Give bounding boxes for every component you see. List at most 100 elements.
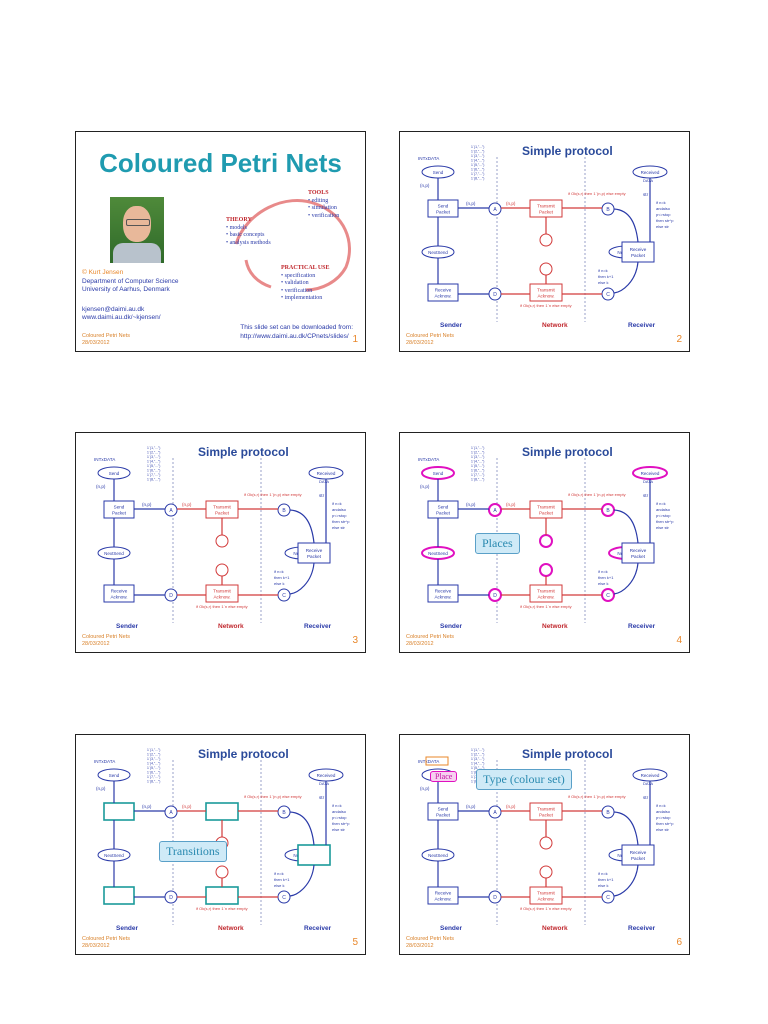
transition-transmit-ack-label: Acknow. <box>537 595 554 600</box>
place-a-label: A <box>169 810 173 816</box>
initial-marking: 1`(4,"...") <box>471 159 484 163</box>
arc-condition-packet: if Ok(s,r) then 1`(n,p) else empty <box>244 492 302 497</box>
slide-title: Simple protocol <box>522 445 613 459</box>
type-intsdata: INTxDATA <box>418 457 440 462</box>
contact-info: kjensen@daimi.au.dk www.daimi.au.dk/~kje… <box>82 306 161 321</box>
receiver-label: Receiver <box>628 925 656 932</box>
place-c-label: C <box>282 895 286 901</box>
arc-condition-ack: if Ok(s,r) then 1`n else empty <box>520 906 572 911</box>
arc-condition-received: andalso <box>332 507 347 512</box>
place-c-label: C <box>282 593 286 599</box>
place-ok-2 <box>215 563 229 577</box>
slide-title: Simple protocol <box>198 445 289 459</box>
arc-condition-ack: if Ok(s,r) then 1`n else empty <box>196 906 248 911</box>
transition-transmit-packet-label: Packet <box>539 813 554 818</box>
place-a <box>488 202 502 216</box>
sender-label: Sender <box>116 623 139 630</box>
type-intsdata: INTxDATA <box>418 156 440 161</box>
initial-marking: 1`(1,"...") <box>471 748 484 752</box>
slide-number: 1 <box>352 334 358 345</box>
network-label: Network <box>542 322 568 329</box>
arc-condition-received: andalso <box>332 809 347 814</box>
arc-condition-next: else k <box>274 581 284 586</box>
arc-label-np: (n,p) <box>182 804 192 809</box>
place-ok-2 <box>215 865 229 879</box>
arc-condition-ack: if Ok(s,r) then 1`n else empty <box>520 604 572 609</box>
initial-marking: 1`(6,"...") <box>147 469 160 473</box>
transition-receive-ack-label: Acknow. <box>434 897 451 902</box>
arc-condition-received: if n=k <box>332 803 342 808</box>
type-data: DATA <box>319 479 329 484</box>
place-nextsend-label: NextSend <box>104 551 124 556</box>
arc-4 <box>613 864 639 897</box>
transition-receive-ack <box>427 584 459 603</box>
arc-label-np: (n,p) <box>96 786 106 791</box>
arc-condition-received: p<>stop <box>332 815 347 820</box>
transition-transmit-ack-label: Acknow. <box>537 294 554 299</box>
type-intsdata: INTxDATA <box>94 457 116 462</box>
slide-6[interactable]: Simple protocol SendNextSendNextRecRecei… <box>399 734 690 955</box>
place-send-label: Send <box>433 471 444 476</box>
type-data: DATA <box>643 178 653 183</box>
arc-condition-received: then str^p <box>656 519 674 524</box>
transition-transmit-packet-label: Packet <box>215 511 230 516</box>
place-a <box>488 805 502 819</box>
protocol-diagram: SendNextSendNextRecReceivedABCDINTxDATA(… <box>94 748 350 925</box>
arc-label-np: (n,p) <box>466 804 476 809</box>
place-d-label: D <box>493 292 497 298</box>
place-b-label: B <box>606 207 610 213</box>
protocol-diagram: SendNextSendNextRecReceivedABCDSendPacke… <box>418 145 674 322</box>
place-b-label: B <box>606 508 610 514</box>
initial-marking: 1`(2,"...") <box>471 451 484 455</box>
slide-4[interactable]: Simple protocol SendNextSendNextRecRecei… <box>399 432 690 653</box>
place-received-label: Received <box>641 471 660 476</box>
protocol-diagram: SendNextSendNextRecReceivedABCDSendPacke… <box>94 446 350 623</box>
arc-label-np: (n,p) <box>420 786 430 791</box>
arc-condition-next: then k+1 <box>598 274 614 279</box>
practical-box: PRACTICAL USE • specification • validati… <box>281 265 330 301</box>
arc-label-np: (n,p) <box>506 804 516 809</box>
transition-receive-ack <box>103 584 135 603</box>
initial-marking: 1`(3,"...") <box>147 757 160 761</box>
transition-transmit-ack-label: Acknow. <box>213 595 230 600</box>
arc-condition-received: if n=k <box>656 200 666 205</box>
arc-condition-next: then k+1 <box>274 575 290 580</box>
transition-receive-ack <box>427 283 459 302</box>
transition-receive-packet <box>621 241 655 263</box>
place-d-label: D <box>493 895 497 901</box>
arc-condition-received: then str^p <box>332 821 350 826</box>
initial-marking: 1`(6,"...") <box>471 168 484 172</box>
download-note: This slide set can be downloaded from: h… <box>240 324 353 340</box>
slide-3[interactable]: Simple protocol SendNextSendNextRecRecei… <box>75 432 366 653</box>
transition-transmit-packet-label: Transmit <box>537 807 555 812</box>
type-data: DATA <box>643 479 653 484</box>
transition-receive-ack <box>427 886 459 905</box>
slide-5[interactable]: Simple protocol SendNextSendNextRecRecei… <box>75 734 366 955</box>
slide-title: Simple protocol <box>522 144 613 158</box>
slide-2[interactable]: Simple protocol SendNextSendNextRecRecei… <box>399 131 690 352</box>
place-a-label: A <box>493 508 497 514</box>
place-ok-1 <box>215 534 229 548</box>
initial-marking: 1`(6,"...") <box>471 469 484 473</box>
initial-marking: 1`(4,"...") <box>471 762 484 766</box>
type-callout: Type (colour set) <box>476 769 572 790</box>
arc-4 <box>613 562 639 595</box>
slide-1[interactable]: Coloured Petri Nets TOOLS • editing • si… <box>75 131 366 352</box>
place-d-label: D <box>169 895 173 901</box>
arc-label-str: str <box>643 493 649 498</box>
arc-condition-next: if n=k <box>598 871 608 876</box>
transition-receive-ack <box>103 886 135 905</box>
arc-condition-ack: if Ok(s,r) then 1`n else empty <box>196 604 248 609</box>
place-nextsend-label: NextSend <box>428 250 448 255</box>
arc-condition-next: then k+1 <box>598 575 614 580</box>
arc-condition-received: p<>stop <box>332 513 347 518</box>
sender-label: Sender <box>440 623 463 630</box>
transition-transmit-ack <box>205 886 239 905</box>
transition-transmit-packet-label: Packet <box>539 511 554 516</box>
place-a-label: A <box>169 508 173 514</box>
initial-marking: 1`(5,"...") <box>147 766 160 770</box>
transition-transmit-ack-label: Transmit <box>213 589 231 594</box>
place-received-label: Received <box>641 170 660 175</box>
